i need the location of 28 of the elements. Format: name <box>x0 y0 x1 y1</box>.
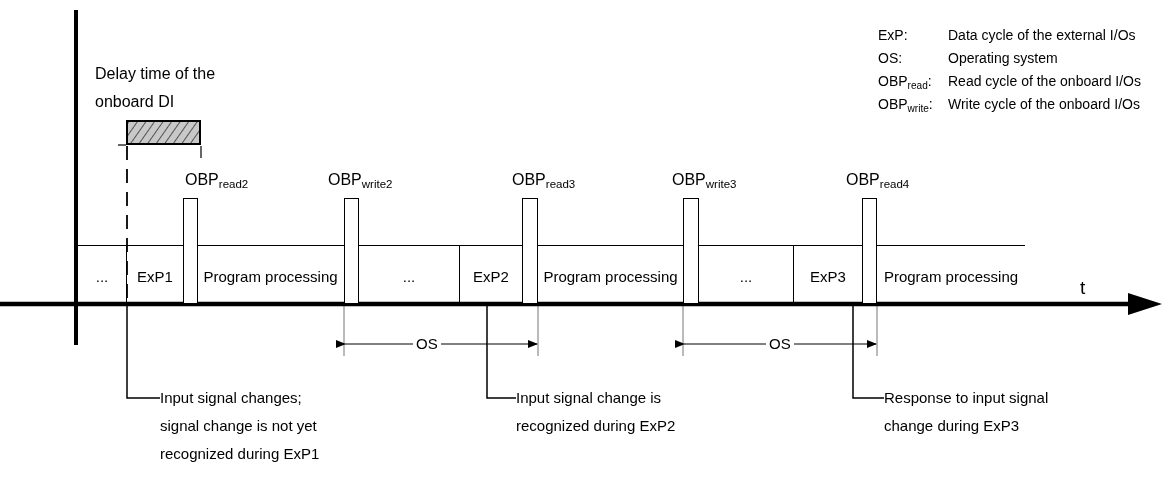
delay-label: Delay time of the onboard DI <box>95 64 217 112</box>
pulse-bar <box>522 198 538 303</box>
pulse-bar <box>183 198 198 303</box>
pulse-bar <box>862 198 877 303</box>
key-definition: Write cycle of the onboard I/Os <box>948 95 1140 114</box>
timeline-segment: ... <box>699 245 793 303</box>
callout-text: Input signal change is recognized during ExP2 <box>516 384 721 440</box>
pulse-label: OBP$_{read4}$ <box>846 170 910 190</box>
key-term: OBP$_{read}$: <box>878 72 932 91</box>
pulse-label: OBP$_{write3}$ <box>672 170 737 190</box>
key-term: OS: <box>878 49 903 68</box>
key-definition: Data cycle of the external I/Os <box>948 26 1136 45</box>
timeline-segment: ... <box>359 245 459 303</box>
key-term: OBP$_{write}$: <box>878 95 933 114</box>
hatched-delay-bar <box>126 120 201 145</box>
callout-text: Response to input signal change during ExP3 <box>884 384 1089 440</box>
key-term: ExP: <box>878 26 908 45</box>
timeline-segment: ... <box>78 245 126 303</box>
pulse-label: OBP$_{write2}$ <box>328 170 393 190</box>
axis-label: t <box>1080 278 1086 298</box>
pulse-bar <box>683 198 699 303</box>
timeline-segment: Program processing <box>877 245 1025 303</box>
pulse-bar <box>344 198 359 303</box>
key-definition: Read cycle of the onboard I/Os <box>948 72 1141 91</box>
callout-text: Input signal changes; signal change is not yet recognized during ExP1 <box>160 384 338 468</box>
pulse-label: OBP$_{read2}$ <box>185 170 249 190</box>
pulse-label: OBP$_{read3}$ <box>512 170 576 190</box>
key-definition: Operating system <box>948 49 1058 68</box>
